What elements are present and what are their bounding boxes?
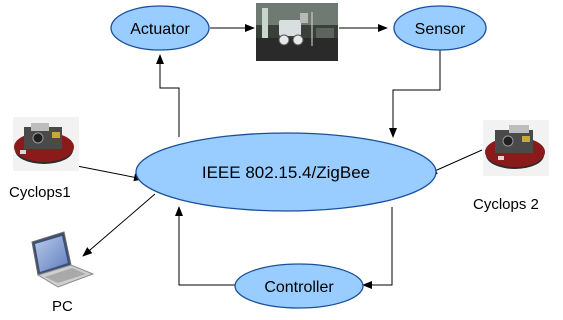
controller-ellipse xyxy=(234,263,364,309)
cyclops1-board xyxy=(13,117,79,171)
network-ellipse xyxy=(135,132,437,212)
node-sensor: Sensor xyxy=(393,5,487,51)
actuator-label: Actuator xyxy=(130,21,190,38)
edge-network-to-actuator xyxy=(156,54,180,137)
edge-network-to-pc xyxy=(82,193,156,257)
laptop-icon xyxy=(31,231,95,288)
node-controller: Controller xyxy=(234,263,364,309)
edge-network-to-controller xyxy=(362,207,393,289)
node-actuator: Actuator xyxy=(110,5,210,51)
pc-label: PC xyxy=(52,298,73,315)
edge-controller-to-network xyxy=(175,206,236,286)
sensor-label: Sensor xyxy=(415,21,466,38)
cyclops2-label: Cyclops 2 xyxy=(473,196,539,213)
controller-label: Controller xyxy=(264,279,334,296)
cyclops1-label: Cyclops1 xyxy=(9,184,71,201)
sensor-ellipse xyxy=(393,5,487,51)
edge-cyclops1-to-network xyxy=(76,165,144,182)
edge-cyclops2-to-network xyxy=(427,149,483,175)
robot-photo xyxy=(256,3,338,61)
network-label: IEEE 802.15.4/ZigBee xyxy=(202,163,370,182)
edge-sensor-to-network xyxy=(389,49,441,138)
cyclops2-board xyxy=(483,120,549,176)
actuator-ellipse xyxy=(110,5,210,51)
node-network: IEEE 802.15.4/ZigBee xyxy=(135,132,437,212)
